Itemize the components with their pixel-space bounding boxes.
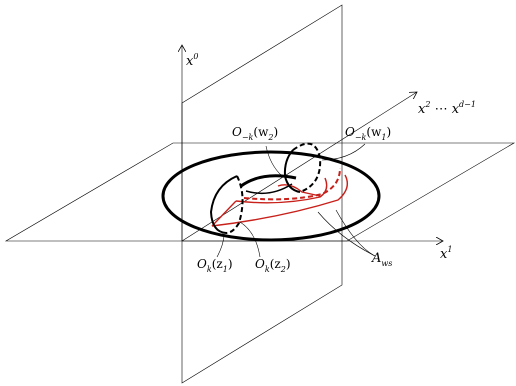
- loop-w-dashed: [292, 142, 322, 193]
- surface-edge-upper: [211, 200, 237, 227]
- leader-o-minus-w2: [265, 145, 283, 177]
- surface-edge-dashed: [243, 167, 341, 201]
- surface-edge-inner: [277, 184, 321, 197]
- loop-z1-solid: [209, 175, 238, 234]
- horizontal-plane: [4, 142, 516, 242]
- transverse-axis-label: x2 ⋯ xd−1: [418, 100, 476, 117]
- inner-hole-arc: [240, 174, 297, 188]
- loop-z1-dashed: [225, 175, 244, 234]
- outer-boundary-ellipse: [161, 150, 381, 242]
- transverse-axis-line: [181, 92, 417, 242]
- x0-axis-label: x0: [186, 52, 198, 69]
- vertical-plane: [181, 4, 343, 384]
- surface-edge-mid: [235, 177, 328, 204]
- surface-edge-lower: [211, 174, 348, 227]
- leader-o-z1: [216, 235, 225, 258]
- o-minus-k-w2-label: O−k(w2): [232, 125, 278, 142]
- leader-a-ws-2: [317, 211, 376, 257]
- a-ws-label: Aws: [371, 251, 392, 268]
- red-surface: [211, 167, 348, 227]
- leader-o-z2: [239, 221, 261, 258]
- o-k-z1-label: Ok(z1): [197, 257, 233, 274]
- leader-o-minus-w1: [321, 143, 366, 161]
- o-k-z2-label: Ok(z2): [255, 257, 291, 274]
- x1-axis-label: x1: [440, 245, 452, 262]
- leader-lines: [216, 143, 376, 258]
- o-minus-k-w1-label: O−k(w1): [345, 125, 391, 142]
- loop-w-solid: [283, 149, 301, 193]
